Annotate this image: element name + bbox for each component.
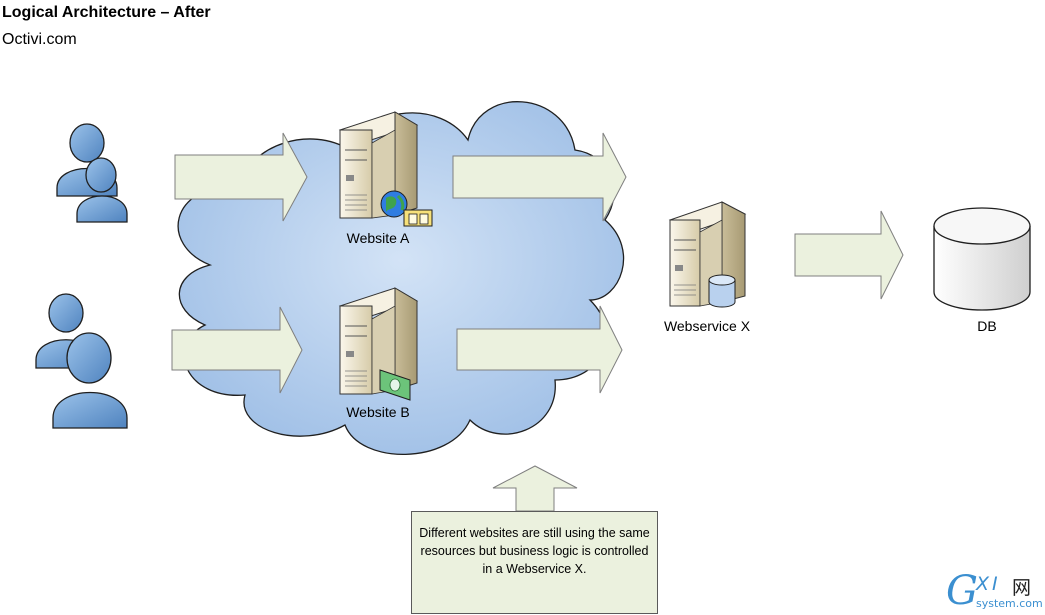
arrow-webservice-to-db xyxy=(794,210,904,300)
watermark-site: system.com xyxy=(976,597,1043,610)
label-webservice: Webservice X xyxy=(664,318,751,334)
money-icon xyxy=(379,369,411,401)
callout-note: Different websites are still using the s… xyxy=(411,511,658,614)
globe-web-icon xyxy=(380,190,433,227)
users-group-bottom-icon xyxy=(35,293,128,429)
label-website-a: Website A xyxy=(347,230,410,246)
arrow-website-a-to-webservice xyxy=(452,132,627,222)
arrow-users-top-to-website-a xyxy=(174,132,308,222)
arrow-website-b-to-webservice xyxy=(456,305,623,394)
page-title: Logical Architecture – After xyxy=(2,4,211,21)
database-icon xyxy=(933,207,1031,311)
server-website-a-icon xyxy=(338,111,419,219)
label-db: DB xyxy=(977,318,996,334)
label-website-b: Website B xyxy=(346,404,410,420)
arrow-users-bottom-to-website-b xyxy=(171,306,303,394)
users-group-top-icon xyxy=(56,123,128,223)
arrow-note-pointer xyxy=(492,465,578,512)
server-website-b-icon xyxy=(338,287,419,395)
database-small-icon xyxy=(708,274,736,308)
page-subtitle: Octivi.com xyxy=(2,31,77,48)
watermark-logo: G XI 网 system.com xyxy=(946,568,1043,614)
